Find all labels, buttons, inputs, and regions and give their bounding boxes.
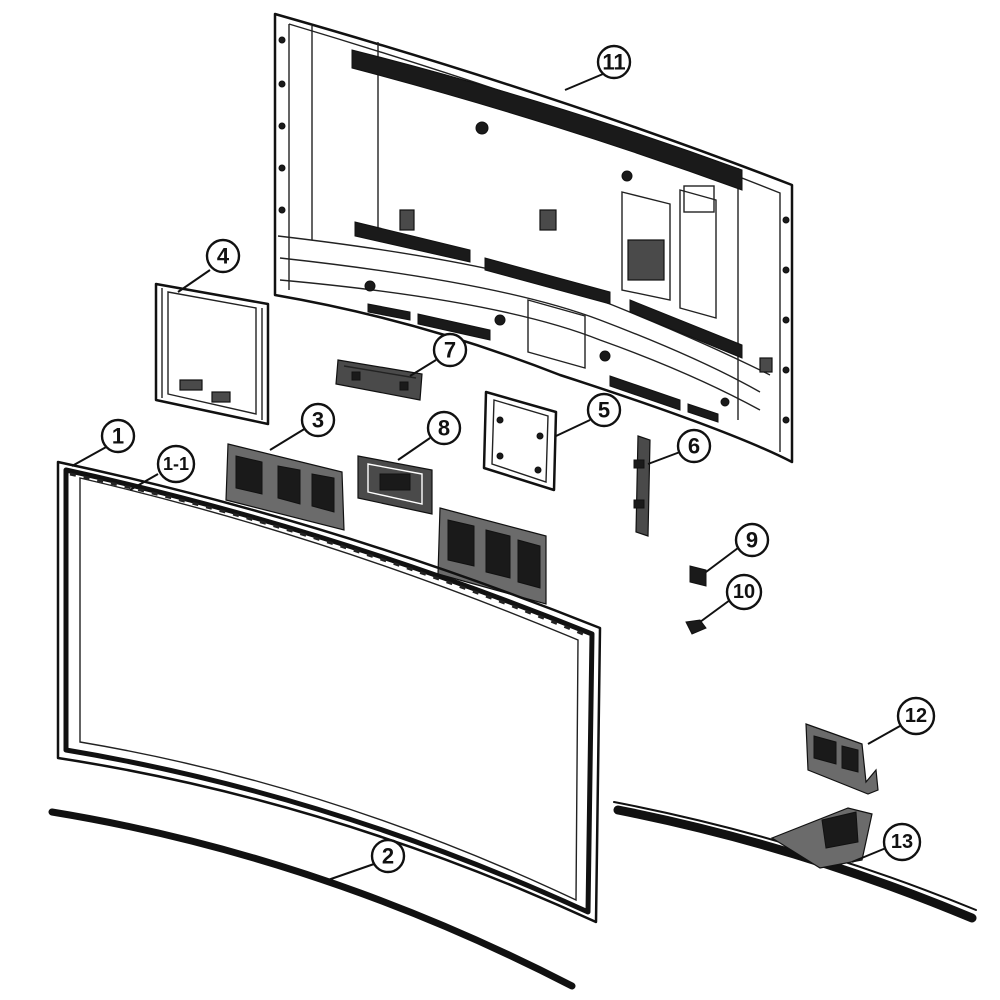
stand-bracket-part-12 [805, 723, 879, 795]
bracket-part-7 [335, 359, 423, 401]
callout-label-1-1: 1-1 [163, 454, 189, 474]
callout-label-11: 11 [602, 50, 625, 75]
callout-label-1: 1 [112, 424, 124, 449]
part-9 [689, 565, 707, 587]
callout-label-5: 5 [598, 398, 610, 423]
callout-10: 10 [725, 573, 763, 611]
callout-label-2: 2 [382, 844, 394, 869]
callout-2: 2 [370, 838, 406, 874]
callout-label-3: 3 [312, 408, 324, 433]
callout-3: 3 [300, 402, 336, 438]
callout-9: 9 [734, 522, 770, 558]
callout-label-8: 8 [438, 416, 450, 441]
callout-12: 12 [896, 696, 936, 736]
speaker-right-part-3 [437, 507, 547, 605]
callout-1-1: 1-1 [156, 444, 196, 484]
callout-label-12: 12 [905, 705, 927, 727]
callout-13: 13 [882, 822, 922, 862]
callout-6: 6 [676, 428, 712, 464]
callout-label-13: 13 [891, 831, 913, 853]
part-10 [685, 619, 707, 635]
board-part-5 [482, 390, 558, 492]
bracket-part-4 [154, 282, 270, 426]
leader-lines [71, 73, 901, 881]
callout-5: 5 [586, 392, 622, 428]
callout-label-7: 7 [444, 338, 456, 363]
bracket-part-6 [633, 435, 651, 537]
stand-base-part-13 [613, 801, 977, 923]
callout-1: 1 [100, 418, 136, 454]
callout-4: 4 [205, 238, 241, 274]
bottom-trim-part-2 [48, 808, 576, 990]
callout-label-10: 10 [733, 581, 755, 603]
callout-label-4: 4 [217, 244, 230, 269]
callout-11: 11 [596, 44, 632, 80]
callout-7: 7 [432, 332, 468, 368]
rear-cover [273, 12, 794, 464]
callout-label-9: 9 [746, 528, 758, 553]
module-part-8 [357, 455, 433, 515]
front-bezel-part-1 [56, 460, 602, 924]
speaker-left-part-3 [225, 443, 345, 531]
callout-8: 8 [426, 410, 462, 446]
callout-label-6: 6 [688, 434, 700, 459]
